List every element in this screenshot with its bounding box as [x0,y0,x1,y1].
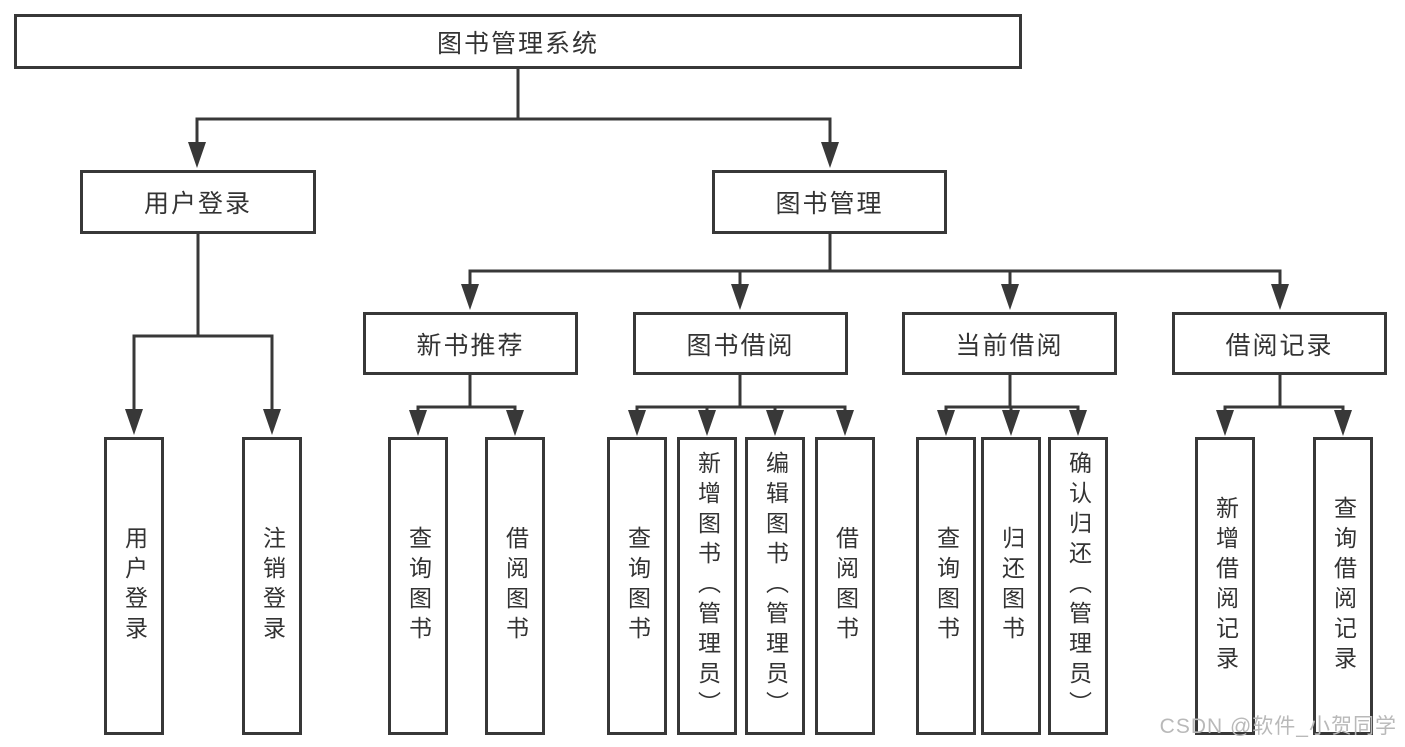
node-new-book-recommend-label: 新书推荐 [416,331,525,360]
leaf-newbooks-query-books: 查询图书 [388,437,448,735]
leaf-records-query-record: 查询借阅记录 [1313,437,1373,735]
leaf-borrow-edit-books-admin-label: 编辑图书（管理员） [762,451,789,721]
leaf-logout-label: 注销登录 [259,526,286,646]
csdn-watermark: CSDN @软件_小贺同学 [1159,715,1397,738]
arrowheads [125,142,1352,436]
leaf-current-return-books-label: 归还图书 [998,526,1025,646]
leaf-newbooks-borrow-books: 借阅图书 [485,437,545,735]
leaf-borrow-borrow-books-label: 借阅图书 [832,526,859,646]
leaf-current-return-books: 归还图书 [981,437,1041,735]
node-borrow-records: 借阅记录 [1172,312,1387,375]
leaf-newbooks-query-books-label: 查询图书 [405,526,432,646]
node-book-borrow-label: 图书借阅 [686,331,795,360]
leaf-newbooks-borrow-books-label: 借阅图书 [502,526,529,646]
node-root-label: 图书管理系统 [436,29,599,58]
leaf-logout: 注销登录 [242,437,302,735]
node-root-library-system: 图书管理系统 [14,14,1022,69]
leaf-borrow-borrow-books: 借阅图书 [815,437,875,735]
node-book-manage-label: 图书管理 [775,190,884,218]
node-user-login: 用户登录 [80,170,316,234]
node-current-borrow-label: 当前借阅 [955,331,1064,360]
node-current-borrow: 当前借阅 [902,312,1117,375]
leaf-borrow-query-books: 查询图书 [607,437,667,735]
node-borrow-records-label: 借阅记录 [1225,331,1334,360]
leaf-borrow-edit-books-admin: 编辑图书（管理员） [745,437,805,735]
leaf-borrow-add-books-admin-label: 新增图书（管理员） [694,451,721,721]
node-book-manage: 图书管理 [712,170,947,234]
leaf-records-add-record: 新增借阅记录 [1195,437,1255,735]
leaf-user-login-label: 用户登录 [121,526,148,646]
leaf-borrow-query-books-label: 查询图书 [624,526,651,646]
node-book-borrow: 图书借阅 [633,312,848,375]
leaf-current-query-books-label: 查询图书 [933,526,960,646]
leaf-records-add-record-label: 新增借阅记录 [1212,496,1239,676]
node-user-login-label: 用户登录 [143,190,252,218]
leaf-user-login: 用户登录 [104,437,164,735]
leaf-borrow-add-books-admin: 新增图书（管理员） [677,437,737,735]
leaf-current-query-books: 查询图书 [916,437,976,735]
leaf-current-confirm-return-admin: 确认归还（管理员） [1048,437,1108,735]
leaf-current-confirm-return-admin-label: 确认归还（管理员） [1065,451,1092,721]
node-new-book-recommend: 新书推荐 [363,312,578,375]
leaf-records-query-record-label: 查询借阅记录 [1330,496,1357,676]
